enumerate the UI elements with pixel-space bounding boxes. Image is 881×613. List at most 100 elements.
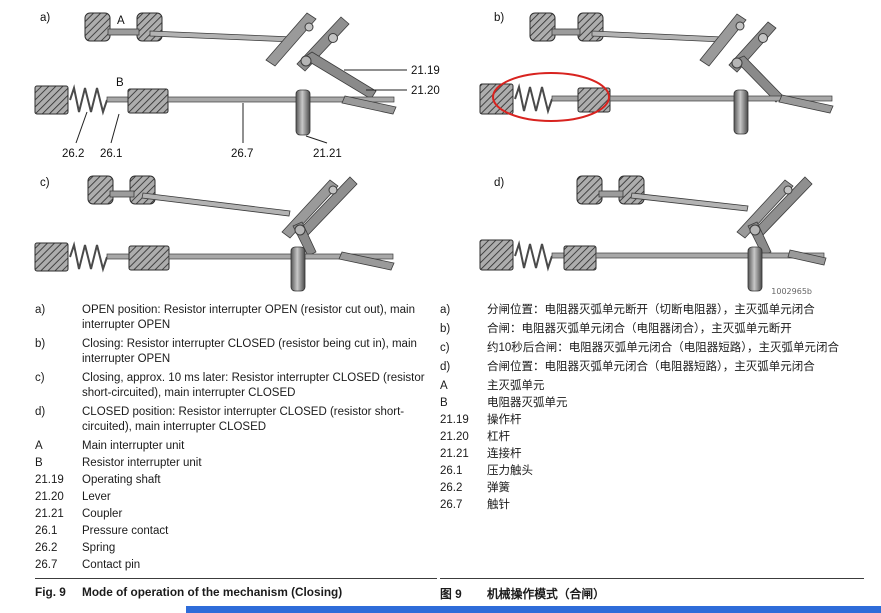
legend-item: 21.19 操作杆: [440, 413, 864, 428]
callout-A: A: [117, 15, 125, 27]
legend-item: 26.7 Contact pin: [35, 558, 437, 573]
contact-block: [479, 83, 514, 115]
callout-26-7: 26.7: [231, 148, 253, 160]
callout-21-19: 21.19: [411, 65, 440, 77]
rod-segment: [106, 96, 130, 103]
lever-arm: [699, 13, 747, 67]
legend-text: Coupler: [82, 508, 123, 520]
legend-text: Lever: [82, 491, 111, 503]
legend-text: OPEN position: Resistor interrupter OPEN…: [82, 304, 415, 331]
spring: [514, 240, 553, 272]
rod-segment: [106, 253, 130, 260]
legend-key: 21.19: [35, 474, 64, 486]
clamp-block: [129, 175, 156, 205]
legend-item: B 电阻器灭弧单元: [440, 396, 864, 411]
coupler-cylinder: [290, 246, 306, 292]
legend-item: 21.20 杠杆: [440, 430, 864, 445]
legend-text: 杠杆: [487, 431, 510, 443]
leader-line: [305, 135, 328, 144]
clamp-block: [136, 12, 163, 42]
legend-text: 合闸：电阻器灭弧单元闭合（电阻器闭合），主灭弧单元断开: [487, 323, 792, 335]
clamp-pin: [551, 28, 581, 36]
pivot: [328, 185, 338, 195]
legend-key: a): [440, 304, 451, 316]
legend-text: 合闸位置：电阻器灭弧单元闭合（电阻器短路），主灭弧单元闭合: [487, 361, 815, 373]
pivot: [735, 21, 745, 31]
drawing-number: 1002965b: [771, 287, 812, 296]
diagram-a-label: a): [40, 12, 50, 24]
legend-key: b): [35, 338, 46, 350]
legend-item: d) CLOSED position: Resistor interrupter…: [35, 405, 437, 435]
legend-item: a) OPEN position: Resistor interrupter O…: [35, 303, 437, 333]
legend-item: 21.21 连接杆: [440, 447, 864, 462]
legend-key: b): [440, 323, 451, 335]
legend-text: Resistor interrupter unit: [82, 457, 202, 469]
diagram-d-label: d): [494, 177, 504, 189]
pressure-contact-block: [128, 245, 170, 271]
legend-english: a) OPEN position: Resistor interrupter O…: [35, 303, 437, 575]
legend-text: Main interrupter unit: [82, 440, 185, 452]
callout-21-20: 21.20: [411, 85, 440, 97]
legend-key: 21.19: [440, 414, 469, 426]
leader-line: [110, 113, 120, 144]
diagram-c-label: c): [40, 177, 50, 189]
legend-key: 21.21: [440, 448, 469, 460]
legend-key: d): [440, 361, 451, 373]
legend-text: 压力触头: [487, 465, 533, 477]
contact-pin-rod: [168, 253, 394, 260]
pivot: [328, 33, 338, 43]
legend-key: 26.2: [440, 482, 463, 494]
pivot: [304, 22, 314, 32]
contact-block: [479, 239, 514, 271]
contact-block: [34, 242, 69, 272]
spring: [69, 241, 108, 273]
legend-text: Closing: Resistor interrupter CLOSED (re…: [82, 338, 417, 365]
callout-B: B: [116, 77, 124, 89]
figure-number-en: Fig. 9: [35, 585, 66, 599]
callout-26-1: 26.1: [100, 148, 122, 160]
diagram-d: d) 1002965b: [479, 175, 827, 296]
legend-text: 触针: [487, 499, 510, 511]
legend-text: 分闸位置：电阻器灭弧单元断开（切断电阻器），主灭弧单元闭合: [487, 304, 815, 316]
lever-arm: [736, 179, 794, 239]
legend-item: b) 合闸：电阻器灭弧单元闭合（电阻器闭合），主灭弧单元断开: [440, 322, 864, 337]
legend-key: 21.20: [35, 491, 64, 503]
legend-item: B Resistor interrupter unit: [35, 456, 437, 471]
caption-english: Fig. 9 Mode of operation of the mechanis…: [35, 578, 437, 602]
pivot: [783, 185, 793, 195]
diagram-a: a) A 21.19 21.20 B 26.2: [34, 12, 440, 160]
legend-text: 弹簧: [487, 482, 510, 494]
legend-text: Pressure contact: [82, 525, 169, 537]
pivot: [731, 57, 743, 69]
legend-key: A: [440, 380, 448, 392]
legend-key: 26.7: [35, 559, 58, 571]
legend-key: c): [35, 372, 45, 384]
diagram-b: b): [479, 12, 834, 135]
upper-rod: [141, 192, 291, 217]
legend-key: B: [440, 397, 448, 409]
coupler-cylinder: [747, 246, 763, 292]
legend-item: c) Closing, approx. 10 ms later: Resisto…: [35, 371, 437, 401]
upper-rod: [591, 30, 723, 43]
callout-21-21: 21.21: [313, 148, 342, 160]
red-highlight-ellipse: [492, 72, 610, 122]
legend-text: Spring: [82, 542, 116, 554]
contact-pin-rod: [595, 252, 825, 259]
legend-text: Operating shaft: [82, 474, 161, 486]
pivot: [300, 55, 312, 67]
legend-item: 26.7 触针: [440, 498, 864, 513]
legend-item: c) 约10秒后合闸：电阻器灭弧单元闭合（电阻器短路），主灭弧单元闭合: [440, 341, 864, 356]
clamp-block: [529, 12, 556, 42]
legend-key: 26.1: [35, 525, 58, 537]
legend-item: 26.1 Pressure contact: [35, 524, 437, 539]
pressure-contact-block: [577, 87, 611, 113]
spring: [69, 84, 108, 116]
spring: [514, 83, 553, 115]
lever-arm: [281, 179, 339, 239]
legend-key: a): [35, 304, 46, 316]
legend-key: A: [35, 440, 43, 452]
upper-rod: [630, 192, 749, 212]
legend-item: A Main interrupter unit: [35, 439, 437, 454]
rod-segment: [551, 95, 579, 102]
